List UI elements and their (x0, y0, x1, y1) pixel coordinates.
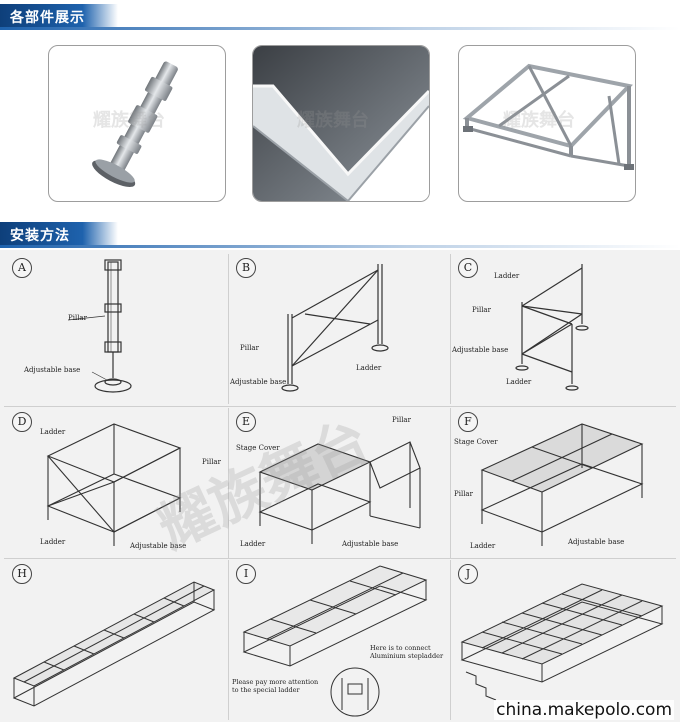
part-card-pillar: 耀族舞台 (48, 45, 226, 202)
step-panel-c: C Ladder Pillar Adjustable base Ladder (452, 254, 676, 404)
pillar-photo (92, 61, 178, 187)
callout-adjustable-base: Adjustable base (230, 378, 287, 386)
complete-stage-drawing (460, 583, 664, 701)
divider (228, 560, 229, 720)
stair-connection-drawing (242, 565, 428, 717)
step-letter: I (236, 564, 256, 584)
divider (228, 408, 229, 558)
divider (228, 254, 229, 404)
ladder-frame-photo (462, 63, 634, 170)
callout-pillar: Pillar (454, 490, 473, 498)
watermark: 耀族舞台 (297, 110, 369, 131)
part-card-ladder-frame: 耀族舞台 (458, 45, 636, 202)
callout-ladder: Ladder (470, 542, 496, 550)
step-panel-j: J (452, 560, 676, 720)
stage-assembly-drawing (480, 423, 644, 546)
step-letter: F (458, 412, 478, 432)
step-panel-b: B Pillar Ladder Adjustable base (230, 254, 450, 404)
section-underline (0, 27, 680, 30)
callout-attention-note: Please pay more attention (232, 678, 319, 686)
step-letter: C (458, 258, 478, 278)
box-frame-drawing (46, 423, 182, 546)
step-panel-h: H (4, 560, 228, 720)
callout-ladder: Ladder (40, 538, 66, 546)
callout-pillar: Pillar (392, 416, 411, 424)
callout-ladder: Ladder (356, 364, 382, 372)
callout-adjustable-base: Adjustable base (342, 540, 399, 548)
stage-cover-drawing (258, 441, 421, 544)
callout-ladder: Ladder (40, 428, 66, 436)
callout-stage-cover: Stage Cover (236, 444, 280, 452)
step-letter: J (458, 564, 478, 584)
ladder-pillar-drawing (281, 264, 389, 392)
long-stage-drawing (12, 581, 216, 707)
stage-deck-photo (253, 46, 429, 201)
step-panel-a: A Pillar Adjustable base (4, 254, 228, 404)
step-letter: E (236, 412, 256, 432)
installation-diagram: A Pillar Adjustable base B Pillar Ladder (0, 250, 680, 722)
divider (450, 560, 451, 720)
install-section-title: 安装方法 (10, 228, 70, 244)
section-tab (0, 4, 118, 30)
step-panel-i: I Here is to connect Aluminium stepladde… (230, 560, 450, 720)
callout-pillar: Pillar (472, 306, 491, 314)
callout-pillar: Pillar (202, 458, 221, 466)
callout-special-ladder: to the special ladder (232, 686, 300, 694)
divider (4, 406, 676, 407)
step-letter: D (12, 412, 32, 432)
callout-adjustable-base: Adjustable base (452, 346, 509, 354)
callout-ladder: Ladder (506, 378, 532, 386)
divider (4, 558, 676, 559)
callout-stepladder: Aluminium stepladder (370, 652, 444, 660)
divider (450, 408, 451, 558)
callout-ladder: Ladder (494, 272, 520, 280)
callout-stage-cover: Stage Cover (454, 438, 498, 446)
step-letter: H (12, 564, 32, 584)
install-section-header: 安装方法 (0, 222, 680, 248)
callout-adjustable-base: Adjustable base (130, 542, 187, 550)
part-card-stage-deck: 耀族舞台 (252, 45, 430, 202)
watermark: 耀族舞台 (503, 110, 575, 131)
step-letter: B (236, 258, 256, 278)
section-underline (0, 245, 680, 248)
step-panel-f: F Stage Cover Pillar Ladder Adjustable b… (452, 408, 676, 558)
parts-section-header: 各部件展示 (0, 4, 680, 30)
pillar-drawing (67, 259, 132, 393)
callout-pillar: Pillar (240, 344, 259, 352)
assembly-drawing (515, 264, 589, 391)
callout-ladder: Ladder (240, 540, 266, 548)
callout-adjustable-base: Adjustable base (568, 538, 625, 546)
callout-adjustable-base: Adjustable base (24, 366, 81, 374)
source-watermark: china.makepolo.com (494, 700, 674, 720)
section-tab (0, 222, 118, 248)
divider (450, 254, 451, 404)
callout-connect-note: Here is to connect (370, 644, 431, 652)
parts-section-title: 各部件展示 (10, 10, 85, 26)
step-panel-d: D Ladder Pillar Ladder Adjustable base (4, 408, 228, 558)
step-letter: A (12, 258, 32, 278)
step-panel-e: E Pillar Stage Cover Ladder Adjustable b… (230, 408, 450, 558)
callout-pillar: Pillar (68, 314, 87, 322)
watermark: 耀族舞台 (93, 110, 165, 131)
